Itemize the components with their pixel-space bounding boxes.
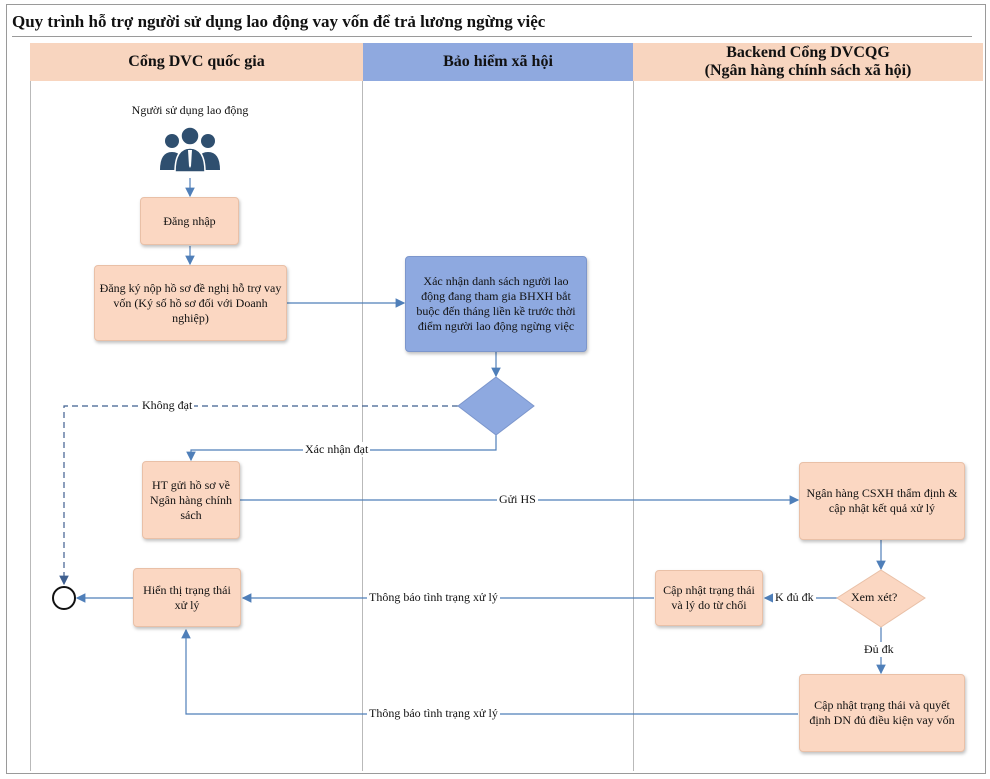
- lane-separator: [30, 81, 31, 771]
- edge-label-notify2: Thông báo tình trạng xử lý: [367, 706, 500, 721]
- step-confirm-bhxh: Xác nhận danh sách người lao động đang t…: [405, 256, 587, 352]
- step-send-to-bank: HT gửi hồ sơ về Ngân hàng chính sách: [142, 461, 240, 539]
- step-display-status: Hiển thị trạng thái xử lý: [133, 568, 241, 627]
- step-register: Đăng ký nộp hồ sơ đề nghị hỗ trợ vay vốn…: [94, 265, 287, 341]
- end-event-circle: [52, 586, 76, 610]
- lane-header-social-insurance: Bảo hiểm xã hội: [363, 43, 633, 81]
- step-update-reject: Cập nhật trạng thái và lý do từ chối: [655, 570, 763, 626]
- lane-header-backend: Backend Cổng DVCQG (Ngân hàng chính sách…: [633, 43, 983, 81]
- lane-header-backend-line1: Backend Cổng DVCQG: [726, 44, 890, 61]
- lane-header-backend-line2: (Ngân hàng chính sách xã hội): [704, 62, 912, 79]
- step-update-approve: Cập nhật trạng thái và quyết định DN đủ …: [799, 674, 965, 752]
- edge-label-not-ok: K đủ đk: [773, 590, 816, 605]
- lane-header-portal: Cổng DVC quốc gia: [30, 43, 363, 81]
- step-login: Đăng nhập: [140, 197, 239, 245]
- edge-notify2: [181, 628, 798, 715]
- edge-label-ok: Đủ đk: [862, 642, 896, 657]
- diagram-title: Quy trình hỗ trợ người sử dụng lao động …: [12, 8, 972, 37]
- step-bank-appraise: Ngân hàng CSXH thẩm định & cập nhật kết …: [799, 462, 965, 540]
- edge-label-fail: Không đạt: [140, 398, 195, 413]
- edge-label-pass: Xác nhận đạt: [303, 442, 371, 457]
- edge-fail: [59, 405, 458, 586]
- actor-label: Người sử dụng lao động: [131, 103, 249, 117]
- diagram-frame: [6, 4, 986, 774]
- edge-label-send-hs: Gửi HS: [497, 492, 538, 507]
- users-group-icon: [160, 126, 220, 173]
- decision-diamond-confirm: [457, 376, 535, 436]
- lane-separator: [633, 81, 634, 771]
- lane-separator: [362, 81, 363, 771]
- decision-review-label: Xem xét?: [851, 590, 898, 604]
- decision-diamond-review: [836, 569, 926, 628]
- edge-label-notify1: Thông báo tình trạng xử lý: [367, 590, 500, 605]
